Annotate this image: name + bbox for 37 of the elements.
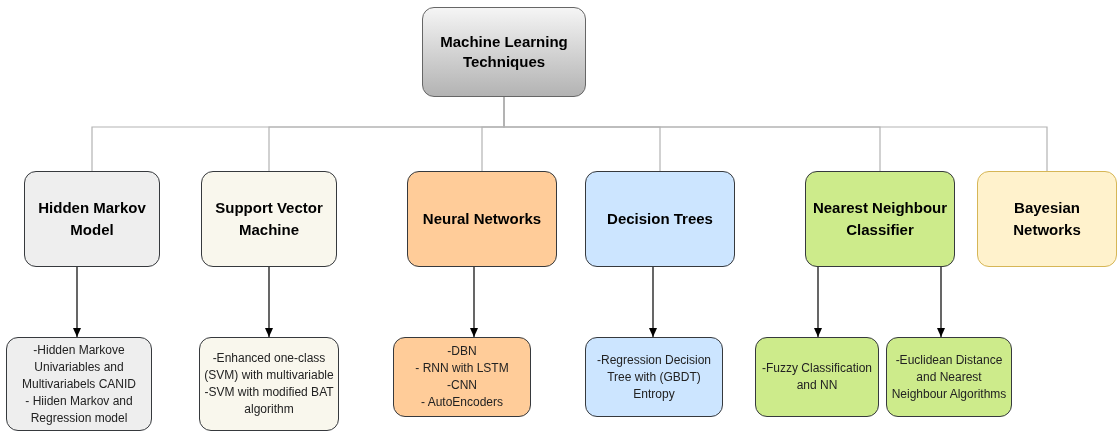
method-box bbox=[6, 337, 152, 431]
method-text: - RNN with LSTM bbox=[415, 360, 509, 377]
category-title: Decision Trees bbox=[607, 209, 713, 229]
method-text: -CNN bbox=[447, 377, 477, 394]
method-text: -Regression Decision Tree with (GBDT) Entropy bbox=[595, 351, 712, 403]
category-box bbox=[805, 171, 955, 267]
category-box bbox=[585, 171, 735, 267]
method-box bbox=[585, 337, 723, 417]
arrow bbox=[73, 266, 81, 338]
method-box bbox=[886, 337, 1012, 417]
method-text: -Hidden Markove Univariables and Multivariabels CANID bbox=[21, 341, 137, 393]
arrow bbox=[937, 266, 945, 338]
root-title: Machine Learning Techniques bbox=[439, 32, 569, 72]
arrow bbox=[814, 266, 822, 338]
arrow bbox=[470, 266, 478, 338]
method-text: -Fuzzy Classification and NN bbox=[761, 360, 873, 394]
method-text: - AutoEncoders bbox=[420, 394, 504, 411]
method-box bbox=[393, 337, 531, 417]
category-title: Neural Networks bbox=[422, 209, 542, 229]
category-title: Support Vector Machine bbox=[214, 198, 324, 240]
root-box bbox=[422, 7, 586, 97]
arrow bbox=[649, 266, 657, 338]
method-text: -Enhanced one-class (SVM) with multivariable bbox=[204, 350, 334, 384]
method-text: -Euclidean Distance and Nearest Neighbour Algorithms bbox=[891, 351, 1007, 403]
category-box bbox=[407, 171, 557, 267]
category-box bbox=[24, 171, 160, 267]
method-box bbox=[199, 337, 339, 431]
category-title: Hidden Markov Model bbox=[37, 198, 147, 240]
arrow bbox=[265, 266, 273, 338]
method-box bbox=[755, 337, 879, 417]
method-text: - Hiiden Markov and Regression model bbox=[24, 392, 134, 427]
method-text: -SVM with modified BAT algorithm bbox=[204, 384, 334, 418]
category-box bbox=[201, 171, 337, 267]
category-box bbox=[977, 171, 1117, 267]
category-title: Nearest Neighbour Classifier bbox=[811, 198, 949, 240]
category-title: Bayesian Networks bbox=[1012, 198, 1082, 240]
method-text: -DBN bbox=[447, 343, 477, 360]
